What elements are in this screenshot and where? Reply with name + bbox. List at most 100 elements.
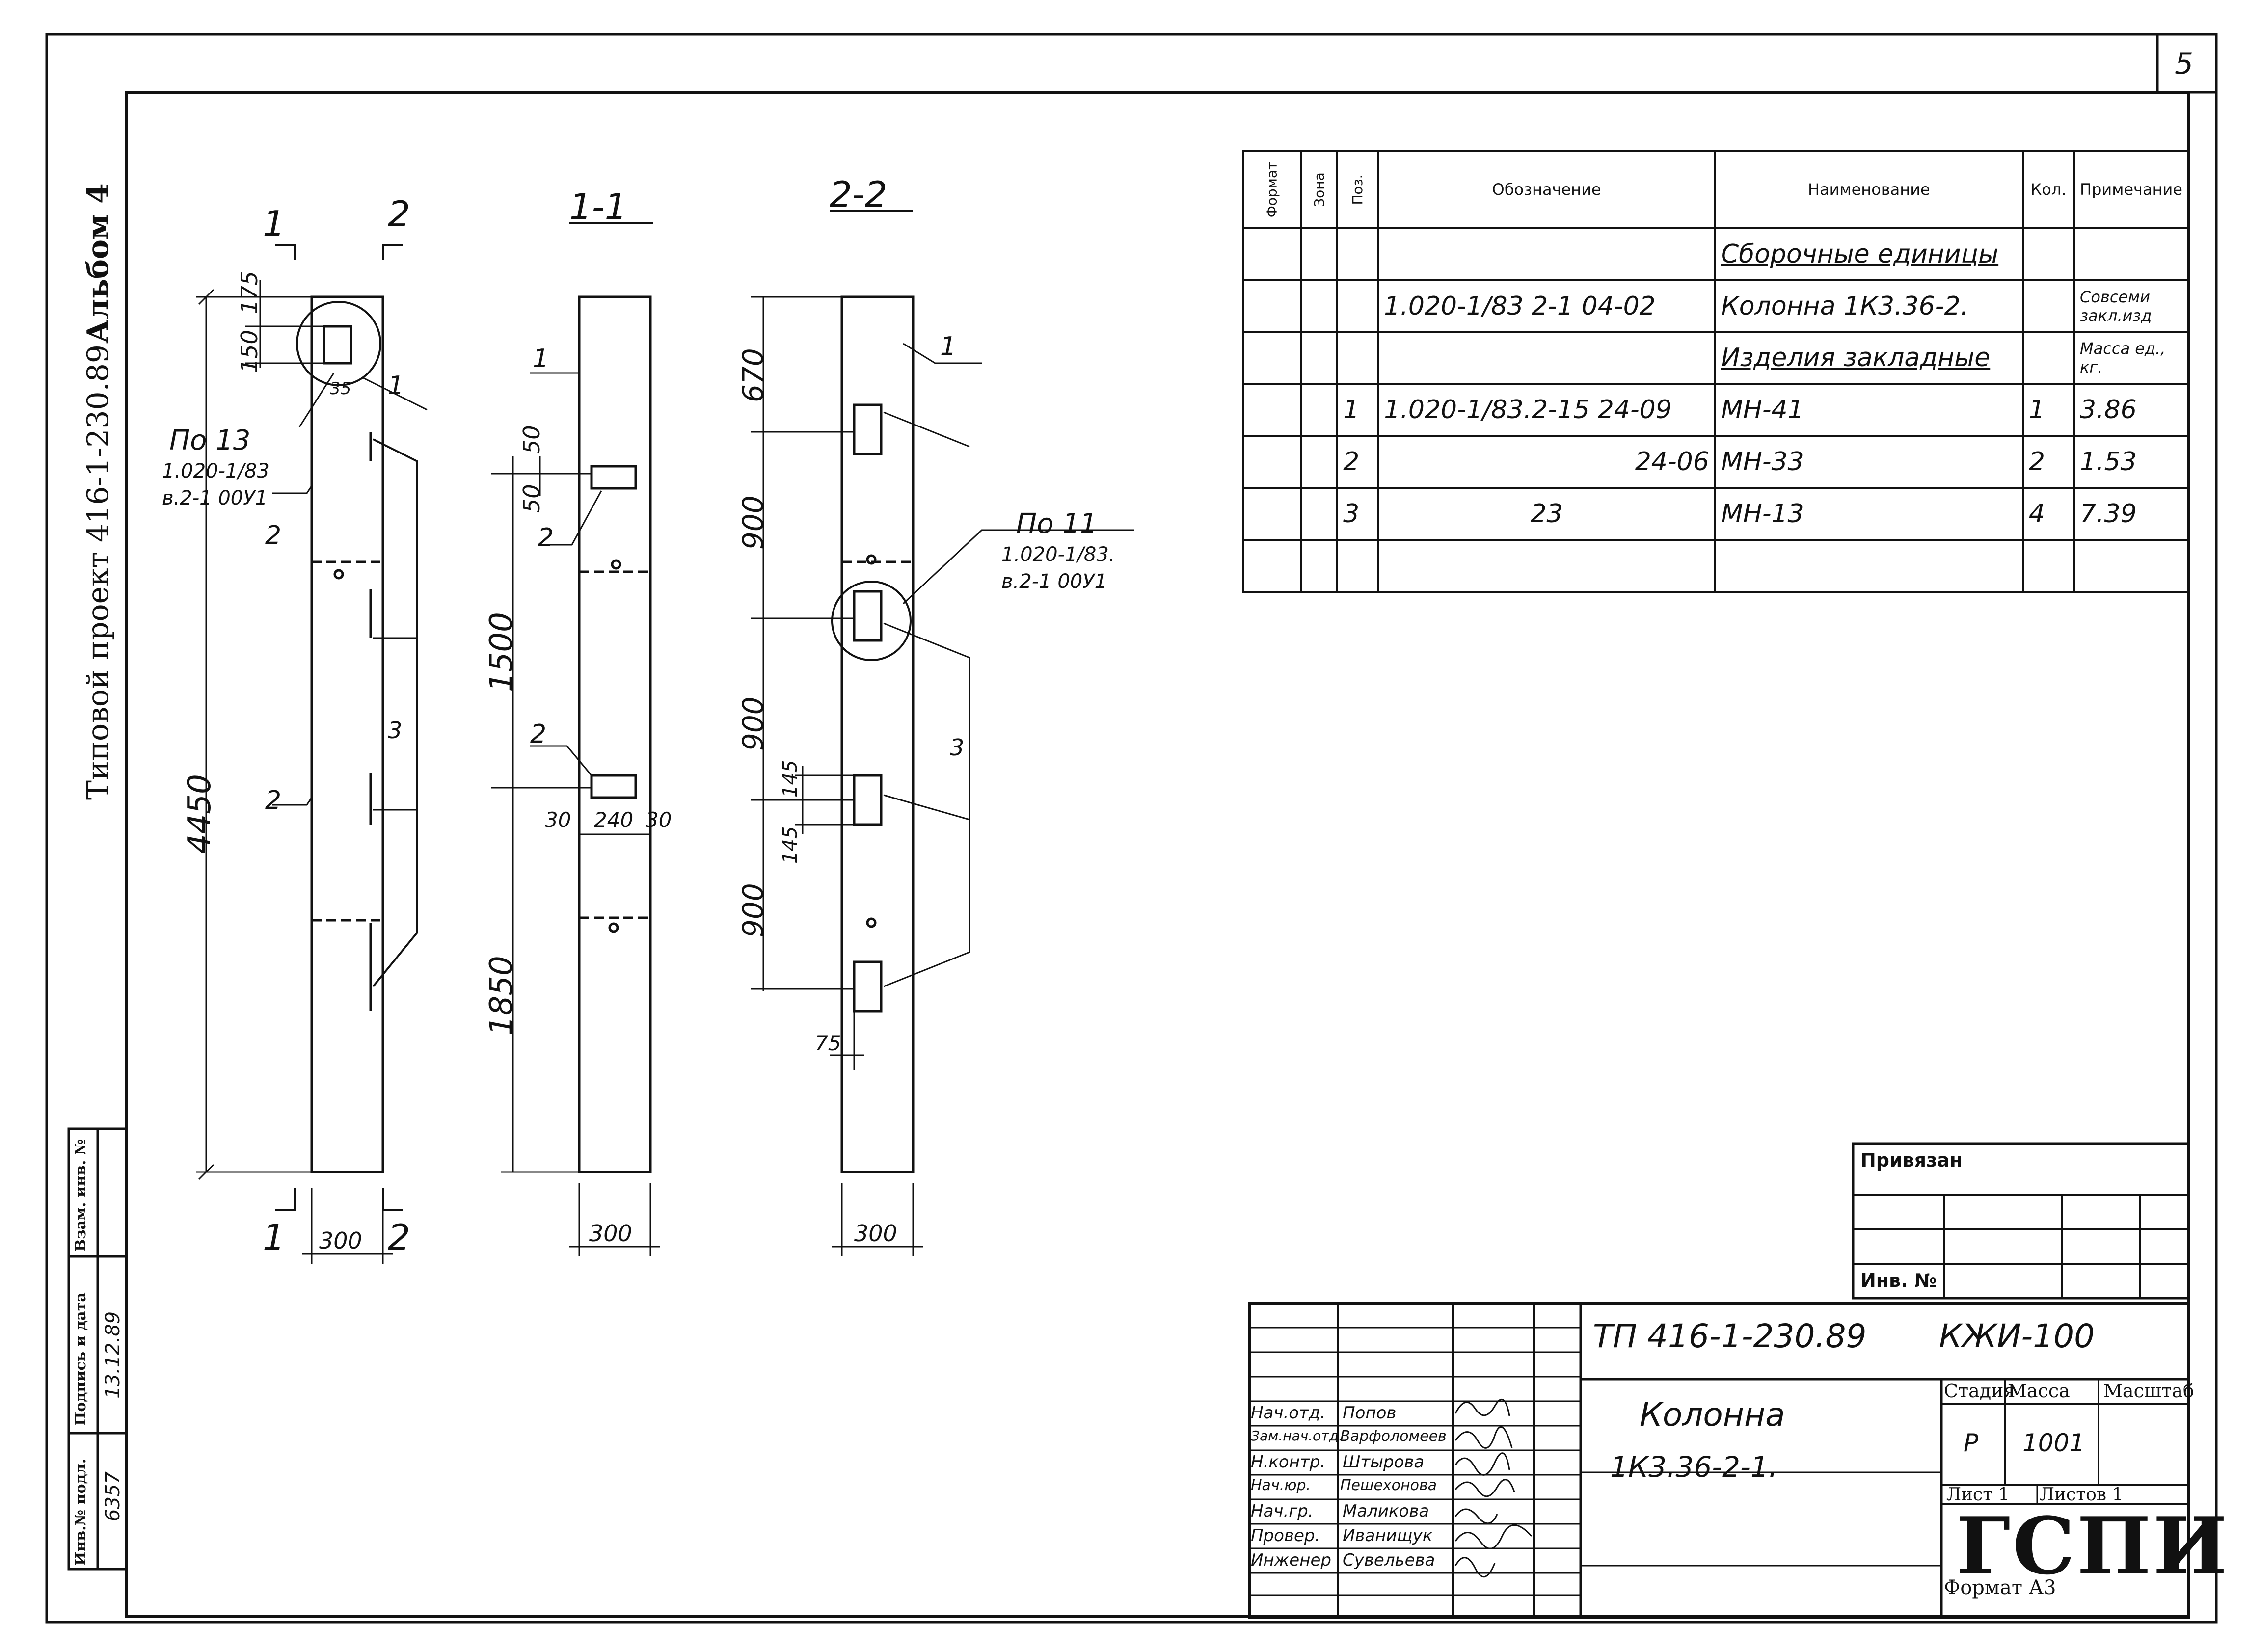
cut-1-label-top: 1 xyxy=(263,203,285,244)
privyazan-label: Привязан xyxy=(1860,1149,1963,1171)
stamp-header-sign: Подпись и дата xyxy=(72,1292,89,1426)
table-row xyxy=(1242,539,2189,593)
role-0: Нач.отд. xyxy=(1251,1403,1326,1423)
section-2-2-pos-3: 3 xyxy=(950,734,965,761)
elevation-pos-2b: 2 xyxy=(265,786,282,815)
cut-2-label-top: 2 xyxy=(388,193,410,235)
role-6: Инженер xyxy=(1251,1550,1331,1570)
sheets-label: Листов 1 xyxy=(2040,1485,2124,1505)
mass-value: 1001 xyxy=(2022,1429,2085,1457)
object-mark: 1К3.36-2-1. xyxy=(1610,1450,1778,1484)
dim-75: 75 xyxy=(815,1031,841,1055)
role-1: Зам.нач.отд. xyxy=(1251,1428,1343,1444)
spec-header-qty: Кол. xyxy=(2021,150,2075,229)
dim-4450: 4450 xyxy=(182,774,218,854)
sheet-number: 5 xyxy=(2175,47,2194,81)
table-row: Изделия закладные Масса ед., кг. xyxy=(1242,331,2189,385)
dim-670: 670 xyxy=(736,348,770,402)
spec-header-format: Формат xyxy=(1242,150,1302,229)
cut-1-label-bottom: 1 xyxy=(263,1217,285,1258)
name-1: Варфоломеев xyxy=(1340,1428,1447,1445)
dim-145b: 145 xyxy=(779,826,802,864)
section-1-1-title: 1-1 xyxy=(569,186,627,227)
section-1-1-width-300: 300 xyxy=(589,1220,632,1247)
table-row: 1 1.020-1/83.2-15 24-09 МН-41 1 3.86 xyxy=(1242,383,2189,437)
spec-header-note: Примечание xyxy=(2073,150,2189,229)
doc-code: ТП 416-1-230.89 xyxy=(1593,1317,1867,1355)
elevation-pos-3: 3 xyxy=(388,717,403,744)
dim-1500: 1500 xyxy=(484,612,520,692)
table-row: 2 24-06 МН-33 2 1.53 xyxy=(1242,435,2189,489)
table-row: 1.020-1/83 2-1 04-02 Колонна 1К3.36-2. С… xyxy=(1242,279,2189,333)
dim-1850: 1850 xyxy=(484,956,520,1036)
elevation-pos-2a: 2 xyxy=(265,521,282,550)
name-0: Попов xyxy=(1343,1403,1397,1423)
project-title-vertical: Типовой проект 416-1-230.89 xyxy=(81,344,115,800)
name-5: Иванищук xyxy=(1343,1526,1433,1545)
section-2-2-pos-1: 1 xyxy=(940,332,957,361)
dim-240: 240 xyxy=(594,808,634,832)
stage-label: Стадия xyxy=(1944,1380,2016,1402)
callout-ref-line2: 1.020-1/83 xyxy=(162,460,269,482)
dim-50a: 50 xyxy=(518,425,545,454)
stamp-header-replace: Взам. инв. № xyxy=(72,1139,89,1252)
section-1-1-pos-1: 1 xyxy=(533,344,549,373)
album-label-vertical: Альбом 4 xyxy=(81,183,115,344)
table-row: Сборочные единицы xyxy=(1242,227,2189,281)
name-3: Пешехонова xyxy=(1340,1477,1437,1494)
dim-35: 35 xyxy=(330,379,351,399)
stage-value: Р xyxy=(1964,1429,1979,1457)
stamp-header-inv: Инв.№ подл. xyxy=(72,1458,89,1566)
elevation-view xyxy=(196,244,428,1264)
signatures xyxy=(1454,1399,1533,1578)
org-logo: ГСПИ xyxy=(1956,1500,2230,1592)
spec-header-name: Наименование xyxy=(1714,150,2024,229)
mass-label: Масса xyxy=(2008,1380,2070,1402)
section-2-2-width-300: 300 xyxy=(854,1220,897,1247)
dim-900a: 900 xyxy=(736,495,770,550)
name-6: Сувельева xyxy=(1343,1550,1435,1570)
table-row: 3 23 МН-13 4 7.39 xyxy=(1242,487,2189,541)
specification-table: Формат Зона Поз. Обозначение Наименовани… xyxy=(1242,150,2189,593)
dim-30b: 30 xyxy=(646,808,672,832)
section-heading-assembly: Сборочные единицы xyxy=(1714,227,2024,281)
dim-145a: 145 xyxy=(779,760,802,798)
section-1-1-pos-2a: 2 xyxy=(538,523,554,553)
callout-ref-line3: в.2-1 00У1 xyxy=(162,487,268,509)
section-2-2-title: 2-2 xyxy=(830,174,888,215)
callout-2-2-ref-line3: в.2-1 00У1 xyxy=(1001,570,1107,593)
privyazan-inv-label: Инв. № xyxy=(1860,1270,1937,1291)
dim-900c: 900 xyxy=(736,883,770,937)
section-1-1 xyxy=(491,222,660,1256)
section-heading-embedded: Изделия закладные xyxy=(1714,331,2024,385)
callout-ref-line1: По 13 xyxy=(169,425,251,456)
callout-2-2-ref-line2: 1.020-1/83. xyxy=(1001,543,1115,566)
role-4: Нач.гр. xyxy=(1251,1501,1314,1521)
elevation-pos-1: 1 xyxy=(388,371,404,400)
cut-2-label-bottom: 2 xyxy=(388,1217,410,1258)
spec-header-pos: Поз. xyxy=(1336,150,1379,229)
stamp-sign-date: 13.12.89 xyxy=(102,1311,124,1399)
scale-label: Масштаб xyxy=(2103,1380,2194,1402)
dim-175: 175 xyxy=(236,271,263,314)
dim-900b: 900 xyxy=(736,696,770,751)
sheet-label: Лист 1 xyxy=(1946,1485,2010,1505)
spec-header-code: Обозначение xyxy=(1377,150,1716,229)
doc-suffix: КЖИ-100 xyxy=(1939,1317,2095,1355)
elevation-width-300: 300 xyxy=(319,1227,362,1254)
dim-30a: 30 xyxy=(545,808,571,832)
dim-50b: 50 xyxy=(518,484,545,513)
spec-header-zone: Зона xyxy=(1299,150,1339,229)
section-2-2 xyxy=(751,210,1134,1256)
object-name: Колонна xyxy=(1640,1396,1785,1434)
role-5: Провер. xyxy=(1251,1526,1320,1545)
name-4: Маликова xyxy=(1343,1501,1429,1521)
role-2: Н.контр. xyxy=(1251,1452,1326,1472)
section-1-1-pos-2b: 2 xyxy=(530,719,547,749)
name-2: Штырова xyxy=(1343,1452,1425,1472)
spec-header-row: Формат Зона Поз. Обозначение Наименовани… xyxy=(1242,150,2189,229)
format-label: Формат А3 xyxy=(1944,1576,2056,1599)
dim-150: 150 xyxy=(236,330,263,373)
role-3: Нач.юр. xyxy=(1251,1477,1311,1494)
